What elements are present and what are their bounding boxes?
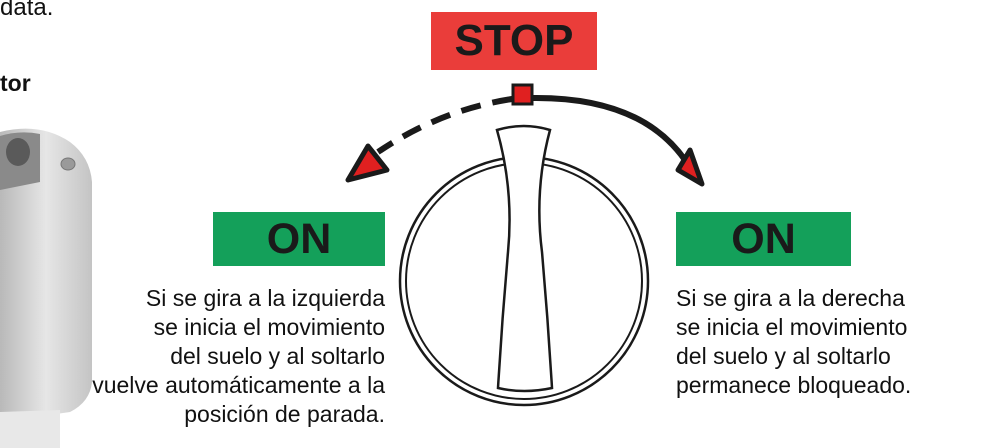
stop-position-marker-icon bbox=[511, 83, 534, 106]
rotary-knob-outer-ring bbox=[398, 155, 650, 407]
caption-right-line: permanece bloqueado. bbox=[676, 372, 912, 398]
caption-left-line: del suelo y al soltarlo bbox=[170, 343, 385, 369]
rotary-knob-handle-icon bbox=[495, 124, 554, 393]
caption-left-line: vuelve automáticamente a la bbox=[92, 372, 385, 398]
rotary-knob-inner-ring bbox=[405, 162, 643, 400]
caption-left: Si se gira a la izquierda se inicia el m… bbox=[5, 284, 385, 429]
dashed-arc-arrow-left bbox=[376, 96, 513, 155]
caption-left-line: se inicia el movimiento bbox=[153, 314, 385, 340]
solid-arc-arrow-right bbox=[529, 94, 688, 162]
on-left-label: ON bbox=[213, 212, 385, 266]
caption-left-line: posición de parada. bbox=[184, 401, 385, 427]
caption-left-line: Si se gira a la izquierda bbox=[145, 285, 385, 311]
stop-label: STOP bbox=[431, 12, 597, 70]
caption-right-line: se inicia el movimiento bbox=[676, 314, 908, 340]
top-text-fragment: data. bbox=[0, 0, 54, 21]
on-right-label: ON bbox=[676, 212, 851, 266]
left-arrow-head-icon bbox=[345, 143, 390, 183]
caption-right: Si se gira a la derecha se inicia el mov… bbox=[676, 284, 990, 400]
right-arrow-head-icon bbox=[675, 147, 705, 187]
caption-right-line: del suelo y al soltarlo bbox=[676, 343, 891, 369]
section-heading-fragment: tor bbox=[0, 70, 31, 96]
switch-box-photo bbox=[0, 128, 92, 448]
caption-right-line: Si se gira a la derecha bbox=[676, 285, 905, 311]
